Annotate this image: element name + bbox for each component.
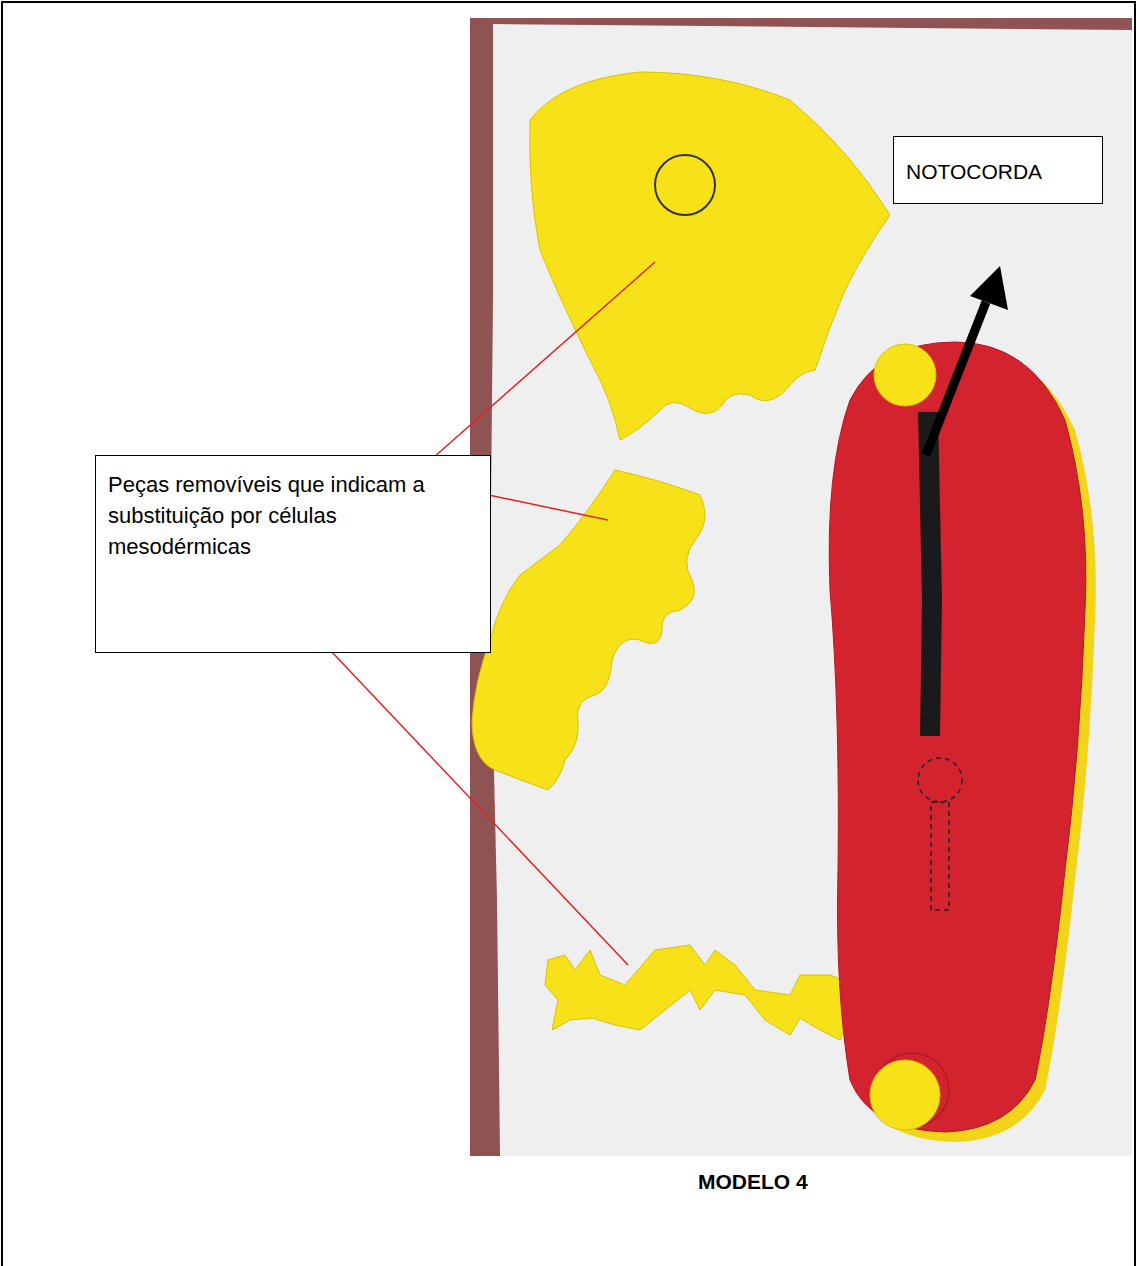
piece-circle-mark [655,155,715,215]
leader-line [408,262,655,480]
notochord-strip [918,412,942,736]
cranial-circle [874,344,936,406]
primitive-node-outline [918,758,962,802]
removable-piece [530,72,890,440]
label-box: NOTOCORDA [893,136,1103,204]
pointer-arrow-head [970,266,1008,310]
removable-piece [545,945,870,1040]
caudal-circle [870,1060,940,1130]
figure-caption: MODELO 4 [698,1170,808,1194]
primitive-streak-outline [931,802,949,910]
box-text: NOTOCORDA [906,157,1092,186]
fabric-background [470,18,1132,1156]
leader-line [330,650,628,965]
embryonic-disc [829,342,1086,1132]
callout-box: Peças removíveis que indicam a substitui… [95,455,491,653]
removable-piece [472,470,705,790]
box-text: Peças removíveis que indicam a substitui… [108,470,478,562]
pointer-arrow-shaft [926,302,986,455]
